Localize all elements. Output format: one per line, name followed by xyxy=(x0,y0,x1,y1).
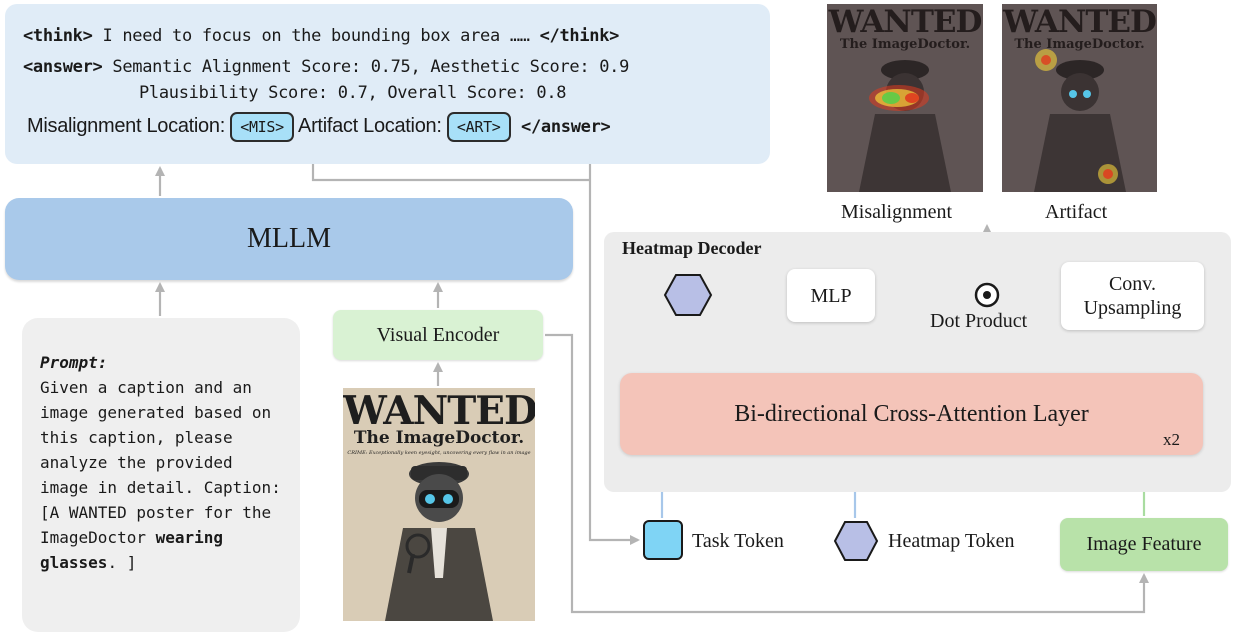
detective-robot-figure xyxy=(385,462,493,621)
prompt-title: Prompt: xyxy=(40,353,108,372)
dot-product-icon xyxy=(974,282,1000,308)
art-token: <ART> xyxy=(446,112,511,142)
artifact-poster-headline: WANTED xyxy=(1003,4,1157,40)
answer-open-tag: <answer> xyxy=(23,57,103,77)
artifact-location-label: Artifact Location: xyxy=(298,115,442,137)
visual-encoder-block: Visual Encoder xyxy=(333,310,543,360)
mlp-label: MLP xyxy=(810,284,852,307)
visual-encoder-label: Visual Encoder xyxy=(376,323,500,346)
think-text: I need to focus on the bounding box area… xyxy=(102,26,530,46)
poster-crime-text: CRIME: Exceptionally keen eyesight, unco… xyxy=(347,450,531,456)
image-feature-block: Image Feature xyxy=(1060,518,1228,571)
heatmap-poster-subtitle: The ImageDoctor. xyxy=(839,37,971,52)
answer-output-box: <think> I need to focus on the bounding … xyxy=(5,4,770,164)
scores-second-line: Plausibility Score: 0.7, Overall Score: … xyxy=(139,83,567,103)
heatmap-poster-headline: WANTED xyxy=(828,4,983,40)
scores-second: Plausibility Score: 0.7, Overall Score: … xyxy=(139,83,567,103)
conv-label-line2: Upsampling xyxy=(1083,297,1182,319)
cross-attention-label: Bi-directional Cross-Attention Layer xyxy=(734,400,1089,427)
think-open-tag: <think> xyxy=(23,26,93,46)
heatmap-token-icon xyxy=(833,521,879,561)
scores-first: Semantic Alignment Score: 0.75, Aestheti… xyxy=(112,57,630,77)
answer-close-tag: </answer> xyxy=(521,117,611,137)
task-token-icon xyxy=(643,520,683,560)
heatmap-token-label: Heatmap Token xyxy=(888,530,1015,552)
artifact-label: Artifact xyxy=(1045,201,1108,223)
think-close-tag: </think> xyxy=(539,26,620,46)
wanted-poster-image: WANTED The ImageDoctor. CRIME: Exception… xyxy=(343,388,535,621)
think-line: <think> I need to focus on the bounding … xyxy=(23,26,619,46)
image-feature-label: Image Feature xyxy=(1086,533,1202,555)
answer-open-line: <answer> Semantic Alignment Score: 0.75,… xyxy=(23,57,629,77)
misalignment-label: Misalignment xyxy=(841,201,953,223)
artifact-poster-subtitle: The ImageDoctor. xyxy=(1014,37,1145,52)
mis-token: <MIS> xyxy=(230,112,294,142)
repeat-count-label: x2 xyxy=(1163,430,1180,449)
location-line: Misalignment Location: <MIS> Artifact Lo… xyxy=(27,112,611,142)
misalignment-location-label: Misalignment Location: xyxy=(27,115,225,137)
prompt-box: Prompt: Given a caption and an image gen… xyxy=(22,318,300,632)
prompt-body: Given a caption and an image generated b… xyxy=(40,378,281,547)
prompt-tail: . ] xyxy=(107,553,137,572)
output-hexagon-icon xyxy=(663,274,713,316)
cross-attention-layer-block: Bi-directional Cross-Attention Layer xyxy=(620,373,1203,455)
mlp-block: MLP xyxy=(787,269,875,322)
mllm-label: MLLM xyxy=(247,223,331,254)
artifact-heatmap-image: WANTED The ImageDoctor. xyxy=(1002,4,1157,192)
task-token-label: Task Token xyxy=(692,530,784,552)
misalignment-heatmap-figure xyxy=(859,60,951,192)
prompt-bold-text: wearing glasses xyxy=(40,528,224,572)
conv-upsampling-block: Conv. Upsampling xyxy=(1061,262,1204,330)
artifact-heatmap-figure xyxy=(1034,49,1126,192)
misalignment-heatmap-image: WANTED The ImageDoctor. xyxy=(827,4,983,192)
mllm-block: MLLM xyxy=(5,198,573,280)
poster-headline: WANTED xyxy=(343,388,535,434)
conv-label-line1: Conv. xyxy=(1108,273,1157,295)
dot-product-label: Dot Product xyxy=(930,310,1028,332)
poster-subtitle: The ImageDoctor. xyxy=(353,428,525,448)
heatmap-decoder-title: Heatmap Decoder xyxy=(622,238,762,258)
